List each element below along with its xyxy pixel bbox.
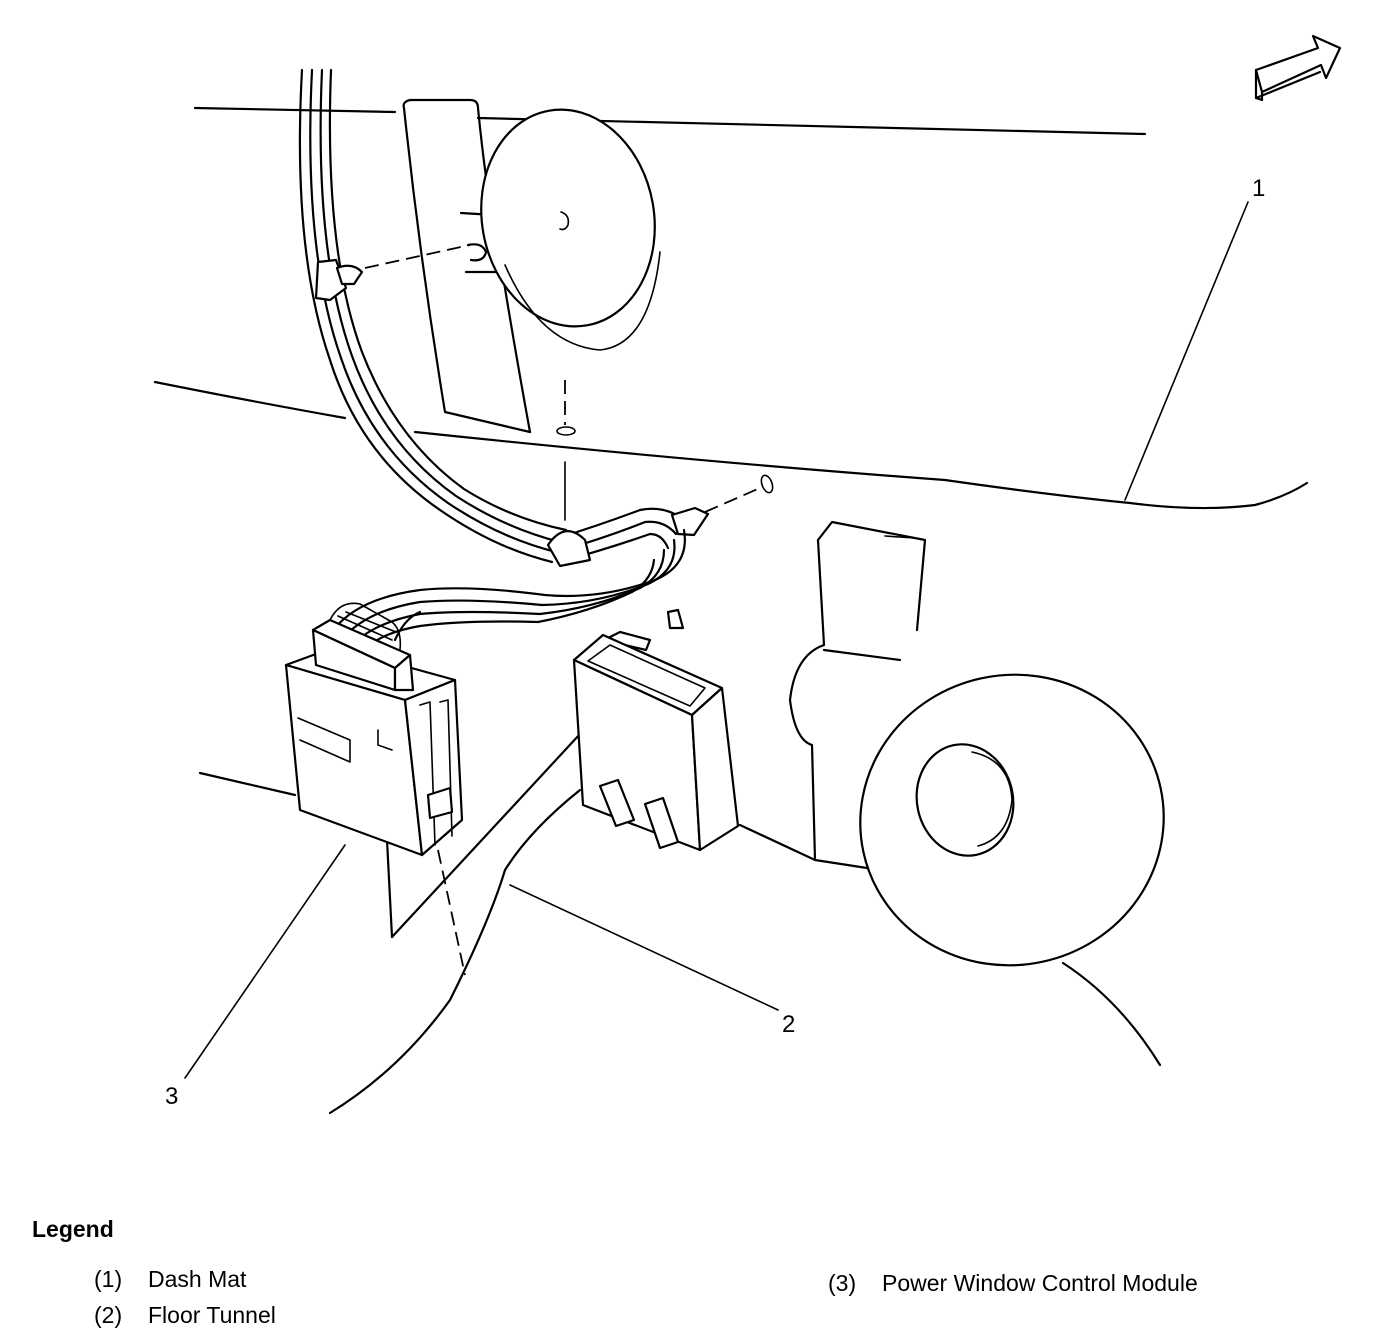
legend-title: Legend bbox=[32, 1216, 114, 1242]
legend: Legend (1) Dash Mat (2) Floor Tunnel (3) Po… bbox=[0, 1200, 1392, 1344]
leader-lines bbox=[184, 201, 1249, 1079]
callout-2-floor-tunnel: 2 bbox=[782, 1011, 795, 1038]
callout-1-dash-mat: 1 bbox=[1252, 175, 1265, 202]
callout-3-power-window-control-module: 3 bbox=[165, 1083, 178, 1110]
mounting-receptacle bbox=[572, 633, 740, 852]
legend-item-label: Dash Mat bbox=[148, 1266, 247, 1292]
forward-direction-arrow-icon bbox=[1254, 34, 1342, 102]
legend-item-dash-mat: (1) Dash Mat bbox=[94, 1266, 246, 1293]
power-window-module-location-diagram: 1 2 3 bbox=[153, 34, 1342, 1115]
legend-item-label: Floor Tunnel bbox=[148, 1302, 276, 1328]
legend-item-power-window-control-module: (3) Power Window Control Module bbox=[828, 1270, 1198, 1297]
legend-item-number: (3) bbox=[828, 1270, 857, 1296]
lower-bracket bbox=[602, 520, 1165, 967]
legend-item-number: (1) bbox=[94, 1266, 123, 1292]
power-window-control-module bbox=[284, 602, 464, 857]
upper-panel-bracket bbox=[402, 98, 661, 436]
legend-item-number: (2) bbox=[94, 1302, 123, 1328]
wiring-harness bbox=[298, 68, 774, 647]
legend-item-floor-tunnel: (2) Floor Tunnel bbox=[94, 1302, 276, 1329]
legend-item-label: Power Window Control Module bbox=[882, 1270, 1198, 1296]
